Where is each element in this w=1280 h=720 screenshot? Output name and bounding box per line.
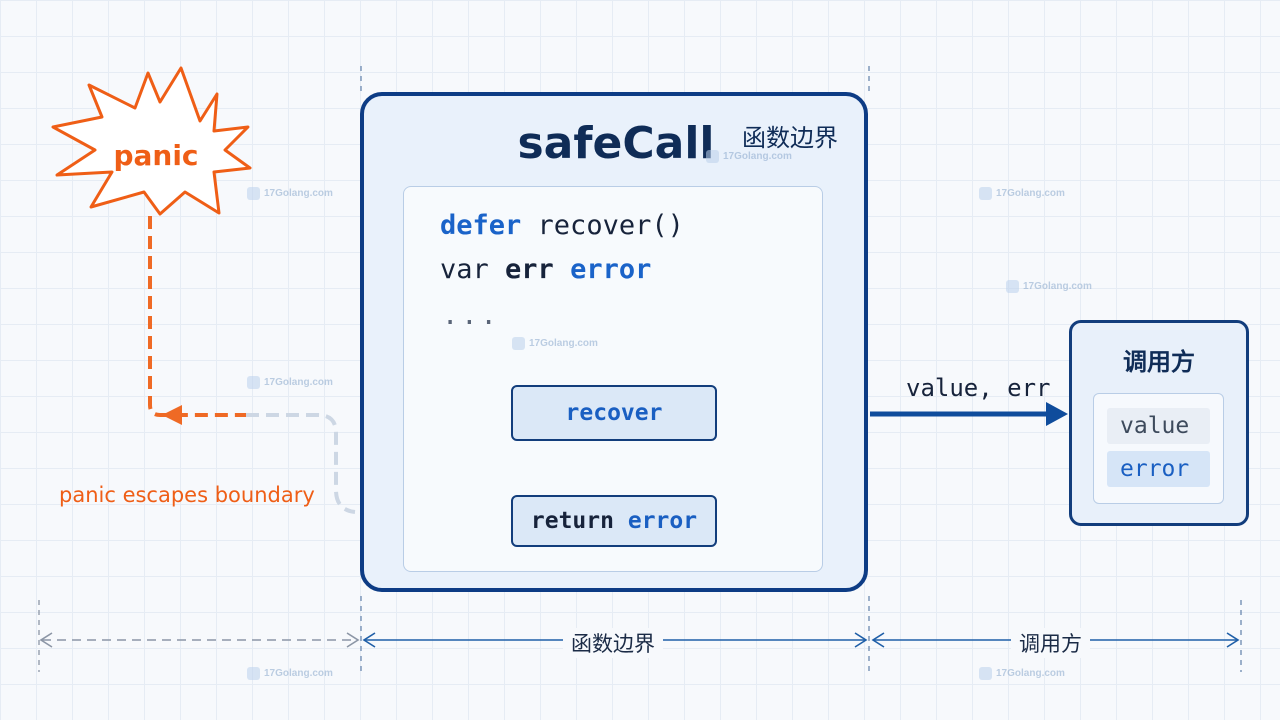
dimension-outside-left-head: [39, 632, 53, 648]
function-boundary-tag: 函数边界: [742, 124, 838, 152]
caller-value-slot: value: [1107, 408, 1210, 444]
watermark-logo-icon: [1006, 280, 1019, 293]
code-keyword-defer: defer: [440, 210, 522, 241]
caller-error-slot: error: [1107, 451, 1210, 487]
dimension-outside-right-head: [346, 632, 360, 648]
watermark: 17Golang.com: [247, 667, 333, 680]
watermark-text: 17Golang.com: [529, 338, 598, 349]
watermark-text: 17Golang.com: [264, 377, 333, 388]
panic-escape-label: panic escapes boundary: [59, 483, 315, 507]
panic-escape-arrowhead: [162, 405, 182, 425]
boundary-guides: [38, 66, 1242, 672]
watermark-logo-icon: [247, 376, 260, 389]
watermark-text: 17Golang.com: [723, 151, 792, 162]
code-ellipsis: ...: [442, 300, 500, 331]
watermark-logo-icon: [979, 667, 992, 680]
return-arrowhead: [1046, 402, 1068, 426]
watermark-logo-icon: [979, 187, 992, 200]
code-line-defer: defer recover(): [440, 210, 684, 241]
watermark: 17Golang.com: [979, 187, 1065, 200]
function-title: safeCall: [517, 118, 715, 169]
panic-label: panic: [113, 139, 199, 172]
caller-title: 调用方: [1123, 348, 1195, 376]
watermark-logo-icon: [247, 187, 260, 200]
watermark: 17Golang.com: [1006, 280, 1092, 293]
panic-escape-path-faded: [246, 413, 356, 514]
code-line-var: var err error: [440, 254, 651, 285]
panic-starburst-icon: [51, 66, 252, 216]
code-error-type: error: [570, 254, 652, 285]
watermark-logo-icon: [706, 150, 719, 163]
dimension-label-function-boundary: 函数边界: [563, 628, 663, 658]
watermark-text: 17Golang.com: [996, 188, 1065, 199]
return-values-label: value, err: [906, 374, 1051, 402]
code-var-keyword: var: [440, 254, 506, 285]
watermark-text: 17Golang.com: [1023, 281, 1092, 292]
recover-step: recover: [511, 385, 717, 441]
return-error-type: error: [627, 508, 698, 534]
return-error-step: return error: [511, 495, 717, 547]
watermark-text: 17Golang.com: [264, 188, 333, 199]
code-err-name: err: [505, 254, 571, 285]
watermark: 17Golang.com: [247, 376, 333, 389]
watermark: 17Golang.com: [979, 667, 1065, 680]
watermark-text: 17Golang.com: [264, 668, 333, 679]
watermark-text: 17Golang.com: [996, 668, 1065, 679]
watermark: 17Golang.com: [247, 187, 333, 200]
watermark: 17Golang.com: [512, 337, 598, 350]
watermark-logo-icon: [512, 337, 525, 350]
dimension-label-caller: 调用方: [1011, 628, 1090, 658]
watermark: 17Golang.com: [706, 150, 792, 163]
panic-escape-path: [148, 216, 246, 417]
watermark-logo-icon: [247, 667, 260, 680]
return-keyword: return: [530, 508, 614, 534]
code-recover-call: recover(): [537, 210, 684, 241]
